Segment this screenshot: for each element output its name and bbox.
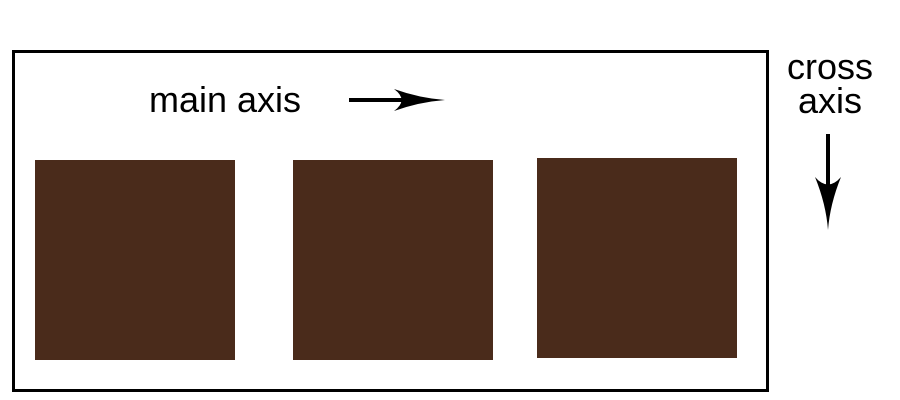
main-axis-label: main axis — [149, 79, 302, 120]
flex-item-1 — [35, 160, 235, 360]
cross-axis-label-line-1: cross — [786, 46, 873, 87]
cross-axis-label: cross axis — [778, 46, 882, 121]
flex-item-2 — [293, 160, 493, 360]
arrow-down-icon — [815, 134, 841, 230]
cross-axis-label-line-2: axis — [797, 80, 863, 121]
arrow-right-icon — [349, 89, 445, 111]
flex-item-3 — [537, 158, 737, 358]
